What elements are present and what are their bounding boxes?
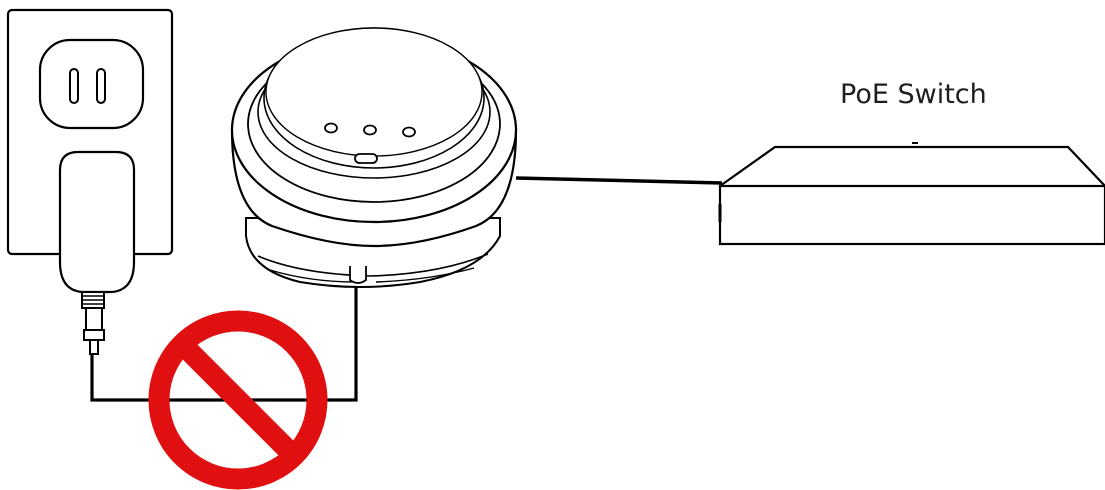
power-adapter-icon: [58, 150, 136, 355]
ethernet-cable: [515, 176, 723, 185]
poe-switch-icon: [718, 142, 1105, 246]
access-point-icon: [230, 27, 518, 288]
poe-switch-label: PoE Switch: [840, 79, 987, 110]
prohibited-icon: [148, 310, 328, 490]
